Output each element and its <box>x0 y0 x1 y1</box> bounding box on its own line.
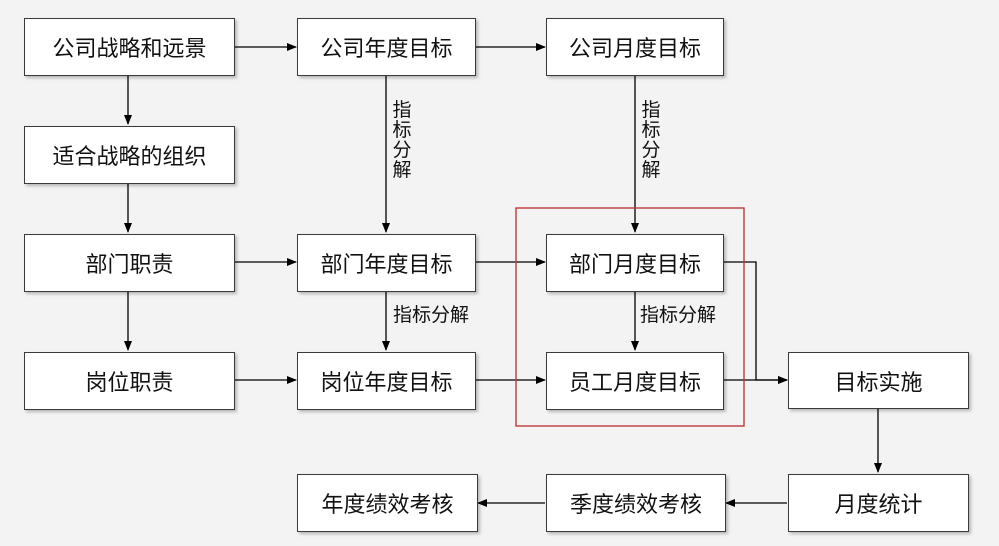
node-department-annual-goal: 部门年度目标 <box>297 234 476 292</box>
label-decompose-department-monthly: 指标分解 <box>640 304 717 326</box>
node-company-strategy: 公司战略和远景 <box>24 18 235 76</box>
node-strategic-organization: 适合战略的组织 <box>24 126 235 184</box>
node-department-monthly-goal: 部门月度目标 <box>546 234 724 292</box>
highlight-frame <box>515 207 745 427</box>
node-employee-monthly-goal: 员工月度目标 <box>546 352 724 410</box>
node-post-annual-goal: 岗位年度目标 <box>297 352 476 410</box>
label-decompose-company-annual: 指标分解 <box>392 99 412 181</box>
label-decompose-department-annual: 指标分解 <box>393 304 470 326</box>
arrow-deptmonth-to-implement <box>724 261 788 384</box>
node-monthly-statistics: 月度统计 <box>788 474 969 532</box>
node-annual-performance: 年度绩效考核 <box>297 474 478 532</box>
node-company-annual-goal: 公司年度目标 <box>297 18 476 76</box>
node-department-duty: 部门职责 <box>24 234 235 292</box>
node-quarterly-performance: 季度绩效考核 <box>546 474 726 532</box>
label-decompose-company-monthly: 指标分解 <box>641 99 661 181</box>
node-company-monthly-goal: 公司月度目标 <box>546 18 724 76</box>
node-goal-implementation: 目标实施 <box>788 352 969 409</box>
node-post-duty: 岗位职责 <box>24 352 235 410</box>
